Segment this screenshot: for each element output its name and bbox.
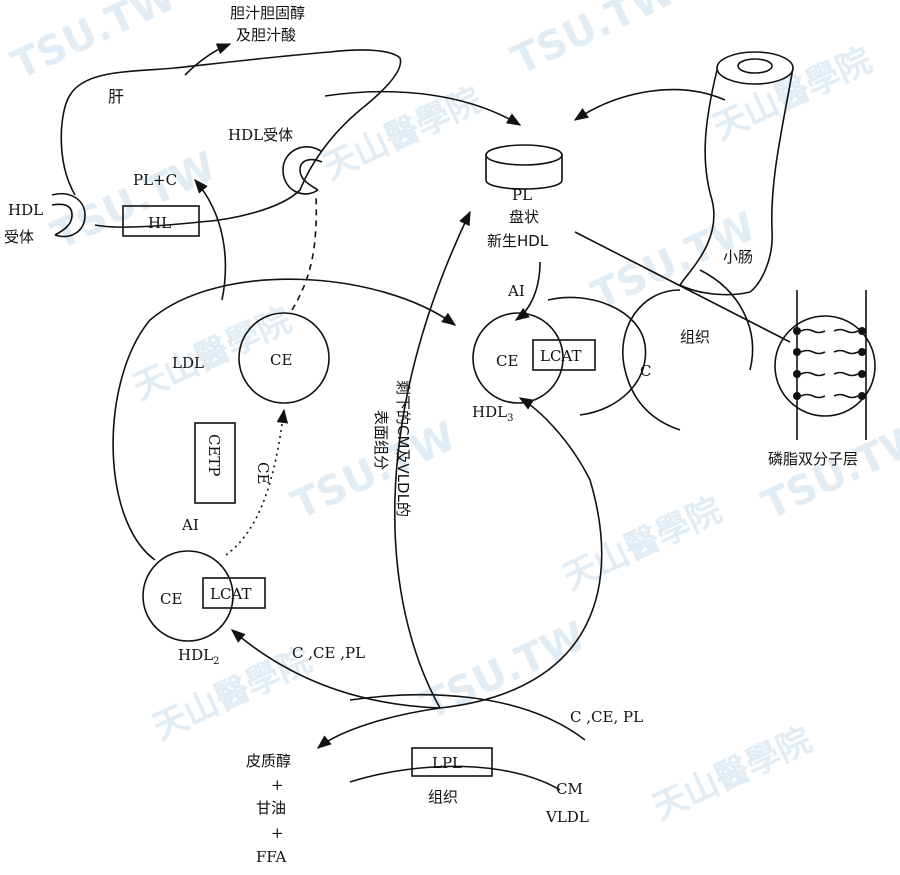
nascent-hdl-label: 新生HDL: [487, 232, 549, 250]
tissue-arc-3: [699, 269, 754, 371]
c-ce-pl-left-label: C ,CE ,PL: [292, 644, 365, 662]
svg-text:TSU.TW: TSU.TW: [755, 413, 900, 529]
hl-box: [122, 205, 200, 237]
hdl3-ce-label: CE: [496, 352, 518, 370]
left-hdl-receptor-label-1: HDL: [8, 201, 43, 219]
hdl2-ce-label: CE: [160, 590, 182, 608]
pl-c-label: PL+C: [133, 171, 177, 189]
intestine-to-pl-arrow: [573, 88, 726, 121]
hdl3-label: HDL3: [472, 403, 513, 424]
hl-label: HL: [148, 214, 171, 232]
hdl3-lcat-label: LCAT: [540, 347, 581, 365]
cetp-label: CETP: [205, 434, 223, 477]
lpl-label: LPL: [432, 754, 462, 772]
hdl2-to-hdl3-arc: [112, 278, 457, 561]
watermark: TSU.TW TSU.TW TSU.TW TSU.TW TSU.TW TSU.T…: [5, 0, 900, 828]
ce-transfer-label: CE: [254, 462, 272, 484]
liver-outline: [60, 49, 402, 228]
liver-hdl-receptor-label: HDL受体: [228, 126, 293, 144]
svg-text:TSU.TW: TSU.TW: [415, 613, 593, 729]
glycerol-label: 甘油: [256, 799, 286, 817]
plus-1: +: [271, 776, 284, 794]
liver-label: 肝: [108, 87, 124, 106]
svg-text:TSU.TW: TSU.TW: [505, 0, 683, 84]
hdl3-circle: [472, 312, 564, 404]
bottom-to-hdl3-arc: [439, 397, 603, 709]
ldl-ce-label: CE: [270, 351, 292, 369]
cortisol-label: 皮质醇: [246, 752, 291, 770]
c-ce-pl-right-label: C ,CE, PL: [570, 708, 643, 726]
remnant-label: 剩下的CM及VLDL的: [394, 380, 412, 517]
bile-arrow: [184, 43, 232, 76]
capillary-bottom-arc: [349, 765, 561, 791]
ffa-label: FFA: [256, 848, 287, 866]
bile-label-2: 及胆汁酸: [236, 26, 296, 44]
hdl2-lcat-box: [202, 577, 266, 609]
cm-label: CM: [556, 780, 583, 798]
to-hdl2-arrow: [230, 629, 441, 709]
lpl-box: [411, 747, 493, 777]
discoid-label: 盘状: [509, 208, 539, 226]
hdl2-circle: [142, 550, 234, 642]
hl-up-arrow: [194, 178, 227, 301]
to-cortisol-arrow: [316, 707, 441, 749]
liver-to-pl-arrow: [324, 90, 522, 126]
surface-label: 表面组分: [372, 410, 390, 470]
hdl3-lcat-box: [532, 339, 596, 371]
svg-text:天山醫學院: 天山醫學院: [647, 720, 818, 828]
ldl-to-receptor-dashed: [291, 194, 318, 311]
liver-hdl-receptor-icon: [282, 146, 323, 195]
tissue-bottom-label: 组织: [428, 788, 458, 806]
ldl-label: LDL: [172, 354, 204, 372]
capillary-top-arc: [349, 693, 586, 741]
svg-text:TSU.TW: TSU.TW: [45, 143, 223, 259]
plus-2: +: [271, 824, 284, 842]
ai-top-label: AI: [507, 282, 525, 300]
pl-disc: [485, 144, 563, 190]
svg-text:天山醫學院: 天山醫學院: [557, 490, 728, 598]
hdl2-lcat-label: LCAT: [210, 585, 251, 603]
remnant-arrow: [393, 210, 471, 709]
svg-text:TSU.TW: TSU.TW: [5, 0, 183, 89]
disc-bilayer-line: [574, 231, 791, 343]
left-hdl-receptor-icon: [51, 193, 86, 238]
cetp-box: [194, 422, 236, 504]
left-hdl-receptor-label-2: 受体: [4, 228, 34, 246]
ldl-circle: [238, 312, 330, 404]
tissue-arc-1: [547, 296, 647, 416]
pl-label: PL: [512, 186, 532, 204]
intestine-label: 小肠: [723, 248, 753, 266]
phospholipid-bilayer-label: 磷脂双分子层: [768, 450, 858, 468]
vldl-label: VLDL: [545, 808, 589, 826]
hdl2-label: HDL2: [178, 646, 219, 667]
tissue-c-label: C: [640, 362, 651, 380]
svg-text:天山醫學院: 天山醫學院: [707, 40, 878, 148]
intestine: [679, 51, 794, 296]
phospholipid-bilayer-icon: [774, 290, 876, 440]
tissue-right-label: 组织: [680, 328, 710, 346]
ai-left-label: AI: [181, 516, 199, 534]
svg-text:天山醫學院: 天山醫學院: [317, 80, 488, 188]
bile-label-1: 胆汁胆固醇: [230, 4, 305, 22]
tissue-arc-2: [622, 289, 681, 431]
ai-top-arrow: [514, 261, 541, 321]
